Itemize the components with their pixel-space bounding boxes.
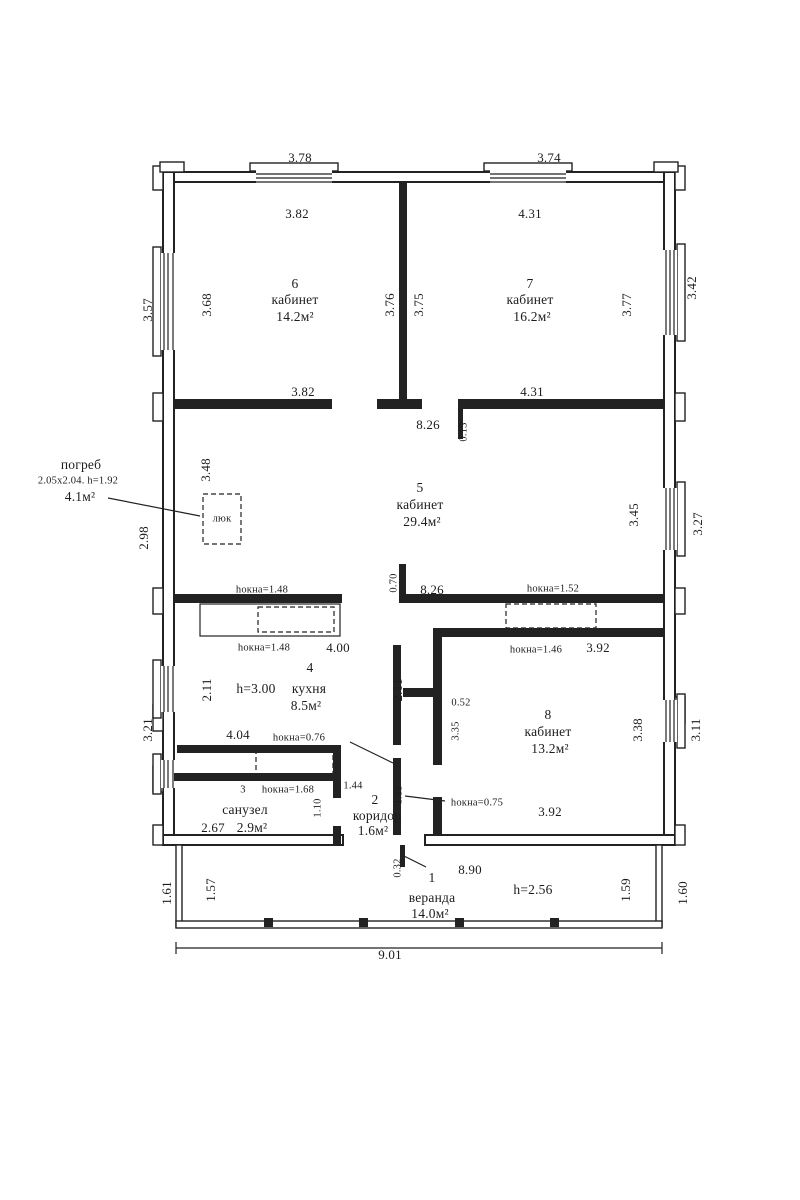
dim-veranda-right-inner: 1.59 (618, 878, 633, 902)
dim-room5-bottom: 8.26 (420, 582, 444, 597)
dim-top-left: 3.78 (288, 150, 312, 165)
dim-kitchen-top: 4.00 (326, 640, 350, 655)
dim-corridor-width: 1.44 (343, 780, 363, 792)
room4-number: 4 (306, 660, 314, 675)
dim-left-outer-mid: 2.98 (136, 526, 151, 550)
dim-duct-052: 0.52 (451, 697, 471, 709)
room7-name: кабинет (506, 292, 554, 307)
room5-area: 29.4м² (403, 514, 441, 529)
room4-name: кухня (291, 681, 327, 696)
room1-number: 1 (428, 870, 436, 885)
room3-area: 2.9м² (236, 820, 268, 835)
dim-left-outer-top: 3.57 (140, 298, 155, 322)
sill-height-1: hокна=1.48 (235, 584, 289, 596)
dashed-features (202, 493, 597, 777)
dim-room6-top: 3.82 (285, 206, 309, 221)
dim-kitchen-right: 2.11 (390, 678, 405, 702)
room2-name: коридор (352, 808, 402, 823)
room4-height: h=3.00 (236, 681, 276, 696)
dim-kitchen-bottom: 4.04 (226, 727, 250, 742)
dim-room8-left: 3.35 (450, 721, 462, 741)
dim-veranda-stub: 0.32 (392, 858, 404, 878)
room8-area: 13.2м² (531, 741, 569, 756)
room3-number: 3 (240, 784, 246, 796)
dim-wall67-right: 3.75 (411, 293, 426, 317)
dim-kitchen-left: 2.11 (199, 678, 214, 702)
dim-corridor-height: 1.11 (393, 785, 405, 805)
sill-height-6: hокна=1.68 (261, 784, 315, 796)
dim-room5-left: 3.48 (198, 458, 213, 482)
dim-left-outer-bottom: 3.21 (140, 718, 155, 742)
sill-height-3: hокна=1.48 (237, 642, 291, 654)
sill-height-5: hокна=0.76 (272, 732, 326, 744)
dim-room8-bottom: 3.92 (538, 804, 562, 819)
room8-number: 8 (544, 707, 552, 722)
room2-area: 1.6м² (357, 823, 389, 838)
dim-veranda-left-inner: 1.57 (203, 878, 218, 902)
dimension-line (175, 942, 663, 954)
dim-veranda-bottom: 9.01 (378, 947, 402, 962)
dim-room3-width: 2.67 (201, 820, 225, 835)
room5-number: 5 (416, 480, 424, 495)
room7-area: 16.2м² (513, 309, 551, 324)
interior-walls (174, 182, 664, 867)
dim-room7-top: 4.31 (518, 206, 542, 221)
dim-veranda-left-outer: 1.61 (159, 881, 174, 905)
room1-area: 14.0м² (411, 906, 449, 921)
cellar-size: 2.05x2.04. h=1.92 (37, 475, 119, 487)
dim-room6-bottom: 3.82 (291, 384, 315, 399)
room2-number: 2 (371, 792, 379, 807)
room4-area: 8.5м² (290, 698, 322, 713)
dim-stub-070: 0.70 (388, 573, 400, 593)
room1-name: веранда (408, 890, 456, 905)
room5-name: кабинет (396, 497, 444, 512)
dim-room5-right: 3.45 (626, 503, 641, 527)
dim-room7-right: 3.77 (619, 293, 634, 317)
dim-room7-bottom: 4.31 (520, 384, 544, 399)
cellar-name: погреб (60, 457, 102, 472)
cellar-area: 4.1м² (64, 489, 96, 504)
room6-number: 6 (291, 276, 299, 291)
dim-right-outer-mid: 3.27 (690, 512, 705, 536)
veranda-walls (175, 844, 663, 929)
windows (152, 162, 686, 795)
dim-veranda-right-outer: 1.60 (675, 881, 690, 905)
room6-name: кабинет (271, 292, 319, 307)
dim-room5-top: 8.26 (416, 417, 440, 432)
room6-area: 14.2м² (276, 309, 314, 324)
dim-top-right: 3.74 (537, 150, 561, 165)
sill-height-2: hокна=1.52 (526, 583, 580, 595)
room3-name: санузел (222, 802, 268, 817)
dim-wall67-left: 3.76 (382, 293, 397, 317)
leader-lines (107, 497, 446, 868)
hatch-label: люк (212, 513, 232, 525)
dim-right-outer-bottom: 3.11 (688, 718, 703, 742)
dim-veranda-top: 8.90 (458, 862, 482, 877)
dim-room6-left: 3.68 (199, 293, 214, 317)
room8-name: кабинет (524, 724, 572, 739)
dim-room8-top: 3.92 (586, 640, 610, 655)
dim-offset-013: 0.13 (458, 422, 470, 442)
room7-number: 7 (526, 276, 534, 291)
room1-height: h=2.56 (513, 882, 553, 897)
sill-height-4: hокна=1.46 (509, 644, 563, 656)
dim-right-outer-top: 3.42 (684, 276, 699, 300)
dim-room3-height: 1.10 (312, 798, 324, 818)
dim-room8-right: 3.38 (630, 718, 645, 742)
sill-height-7: hокна=0.75 (450, 797, 504, 809)
